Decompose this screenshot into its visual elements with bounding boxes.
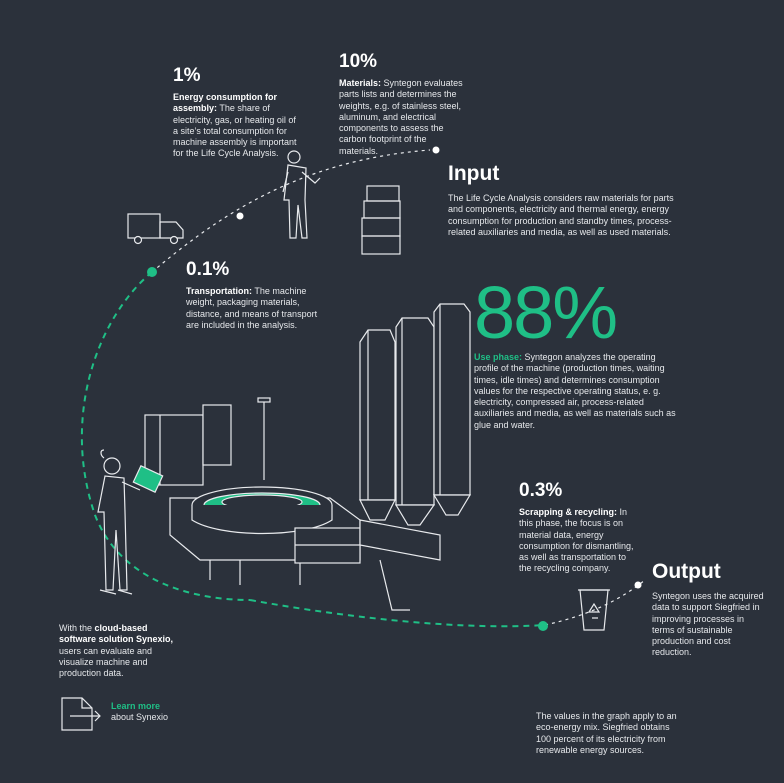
synexio-bold: cloud-based software solution Synexio, [59,623,174,645]
scrapping-title: Scrapping & recycling: [519,507,618,517]
cycle-node-energy [236,212,244,220]
footnote: The values in the graph apply to an eco-… [536,711,677,755]
use-phase-percent: 88% [474,271,618,354]
output-block: Output Syntegon uses the acquired data t… [652,561,764,659]
cycle-node-output [634,581,642,589]
energy-body: The share of electricity, gas, or heatin… [173,103,297,159]
materials-body: Syntegon evaluates parts lists and deter… [339,78,463,156]
output-body: Syntegon uses the acquired data to suppo… [652,591,764,658]
energy-text: Energy consumption for assembly: The sha… [173,92,298,160]
cycle-node-scrap [538,621,548,631]
scrapping-percent: 0.3% [519,480,563,501]
output-heading: Output [652,560,721,583]
input-body: The Life Cycle Analysis considers raw ma… [448,193,674,237]
synexio-text: With the cloud-based software solution S… [59,623,187,679]
scrapping-body: In this phase, the focus is on material … [519,507,634,574]
input-block: Input The Life Cycle Analysis considers … [448,163,680,238]
worker-icon [282,150,321,239]
learn-more-line1: Learn more [111,701,161,711]
boxes-icon [361,185,401,255]
materials-percent: 10% [339,51,378,72]
cycle-node-input [432,146,440,154]
cycle-path-bottom [249,599,546,628]
synexio-lead: With the [59,623,95,633]
transport-percent: 0.1% [186,259,230,280]
transport-block: 0.1% Transportation: The machine weight,… [186,260,321,331]
synexio-rest: users can evaluate and visualize machine… [59,645,153,679]
cycle-node-transport [147,267,157,277]
energy-percent: 1% [173,65,201,86]
use-phase-title: Use phase: [474,352,523,362]
scrapping-block: 0.3% Scrapping & recycling: In this phas… [519,481,637,575]
use-phase-text: Use phase: Syntegon analyzes the operati… [474,352,682,431]
tablet-operator-icon [97,449,164,595]
energy-block: 1% Energy consumption for assembly: The … [173,66,298,160]
scrapping-text: Scrapping & recycling: In this phase, th… [519,507,637,575]
document-arrow-icon [61,697,101,731]
materials-text: Materials: Syntegon evaluates parts list… [339,78,464,157]
truck-icon [127,213,184,245]
materials-block: 10% Materials: Syntegon evaluates parts … [339,52,464,157]
transport-text: Transportation: The machine weight, pack… [186,286,321,331]
energy-title: Energy consumption for assembly: [173,92,278,114]
transport-body: The machine weight, packaging materials,… [186,286,318,330]
learn-more-line2: about Synexio [111,712,169,723]
input-heading: Input [448,162,500,185]
recycle-bin-icon [578,589,610,631]
learn-more-link[interactable]: Learn more about Synexio [111,701,201,724]
cycle-path-left [80,271,251,601]
transport-title: Transportation: [186,286,253,296]
use-phase-body: Syntegon analyzes the operating profile … [474,352,676,430]
materials-title: Materials: [339,78,382,88]
machine-illustration [144,303,472,611]
cycle-path-upper [151,149,431,273]
use-phase-block: 88% Use phase: Syntegon analyzes the ope… [474,276,682,431]
